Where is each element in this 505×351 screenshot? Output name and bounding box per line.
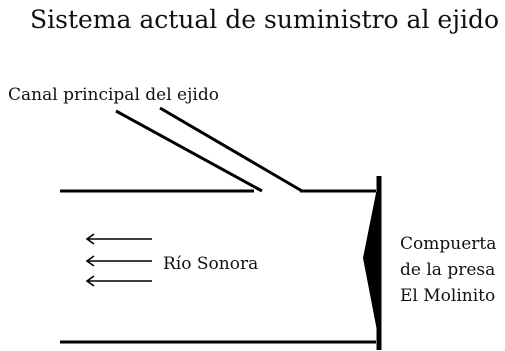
flow-arrow <box>85 275 152 287</box>
gate-label-line1: Compuerta <box>400 234 497 254</box>
dam-gate-wedge <box>363 183 378 336</box>
diagram-title: Sistema actual de suministro al ejido <box>30 5 499 34</box>
canal-label: Canal principal del ejido <box>8 85 219 105</box>
gate-label: Compuerta de la presa El Molinito <box>400 231 496 309</box>
river-label: Río Sonora <box>163 254 259 274</box>
flow-arrow <box>85 233 152 245</box>
canal-right-bank <box>159 106 303 193</box>
flow-arrow <box>85 255 152 267</box>
gate-label-line3: El Molinito <box>400 286 496 306</box>
canal-left-bank <box>115 109 263 193</box>
gate-label-line2: de la presa <box>400 260 496 280</box>
